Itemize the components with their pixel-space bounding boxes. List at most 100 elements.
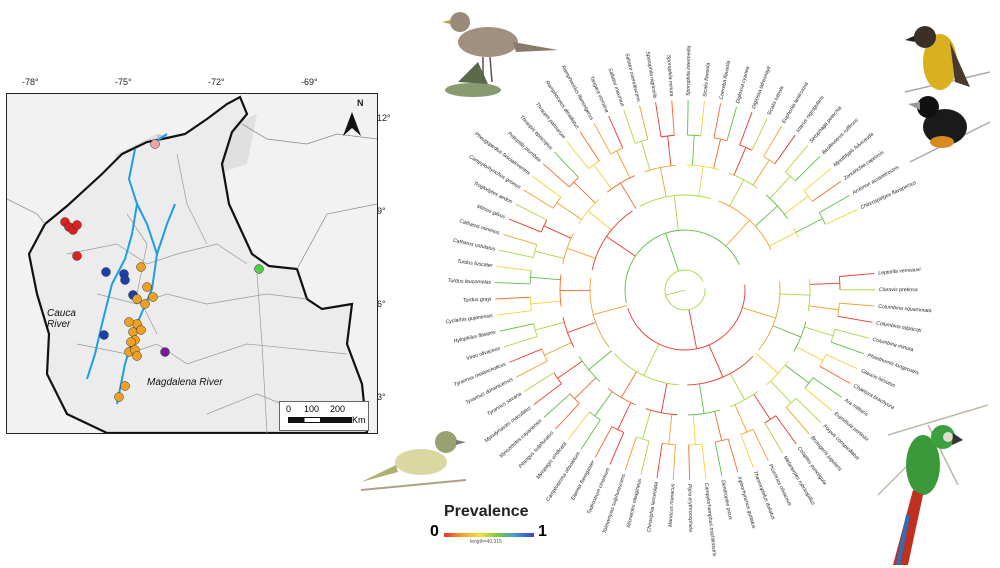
tree-branch (795, 397, 822, 423)
tree-branch (809, 282, 840, 285)
tree-branch (620, 371, 637, 398)
thrush-illustration (442, 12, 558, 97)
tree-branch (713, 103, 722, 138)
tree-branch (794, 156, 821, 182)
tree-branch (785, 144, 809, 173)
sample-point (72, 220, 82, 230)
tree-branch (588, 350, 613, 371)
taxon-label: Sicalis flaveola (702, 63, 711, 98)
tree-branch (673, 195, 679, 231)
tree-branch (579, 131, 600, 162)
north-label: N (357, 98, 364, 108)
tree-branch (727, 438, 739, 473)
sample-point (120, 381, 130, 391)
map-panel: -78° -75° -72° -69° 12° 9° 6° 3° N Cauca… (6, 77, 391, 434)
legend-length-note: length=40.315 (470, 539, 502, 545)
tree-branch (660, 383, 668, 413)
lat-label: 6° (377, 299, 386, 309)
tree-branch (796, 346, 824, 361)
tree-branch (701, 444, 707, 479)
tree-arc (766, 360, 789, 385)
tree-branch (567, 247, 596, 259)
taxon-label: Catharus ustulatus (452, 238, 496, 253)
tree-branch (667, 135, 672, 166)
tree-branch (819, 365, 851, 384)
tree-branch (515, 360, 548, 378)
tree-branch (594, 426, 613, 458)
taxon-label: Catharus minimus (459, 218, 501, 236)
tree-branch (532, 175, 562, 198)
cauca-river-label: Cauca River (47, 308, 76, 330)
taxon-label: Diglossa lafresnayii (751, 65, 773, 110)
tree-branch (567, 321, 596, 334)
tree-branch (804, 326, 834, 337)
legend-max: 1 (538, 523, 547, 540)
tree-branch (755, 205, 778, 227)
taxon-label: Pipra erythrocephala (686, 484, 693, 532)
tree-branch (639, 105, 649, 140)
taxon-label: Mimus gilvus (476, 204, 506, 221)
taxon-label: Claravis pretiosa (879, 287, 918, 293)
sample-point (101, 267, 111, 277)
tree-arc (607, 388, 636, 406)
tree-branch (503, 336, 538, 348)
tree-branch (606, 236, 636, 257)
tree-branch (769, 231, 797, 247)
tree-branch (688, 444, 691, 480)
tree-branch (774, 134, 796, 164)
tree-branch (535, 321, 565, 331)
tree-branch (804, 387, 833, 411)
sample-point (160, 347, 170, 357)
tree-branch (509, 348, 542, 363)
tree-branch (830, 341, 865, 355)
tree-branch (593, 123, 612, 155)
sample-point (128, 327, 138, 337)
magdalena-river-label: Magdalena River (147, 377, 223, 388)
taxon-label: Pheugopedius fasciatoventris (473, 131, 531, 177)
prevalence-legend: Prevalence 0 1 length=40.315 (430, 503, 550, 548)
tree-branch (496, 265, 532, 272)
tree-branch (708, 344, 724, 378)
sample-point (150, 139, 160, 149)
tree-branch (617, 402, 632, 430)
color-gradient-bar (444, 533, 534, 537)
tree-branch (811, 181, 842, 202)
lon-label: -72° (208, 77, 225, 87)
tree-branch (700, 100, 705, 136)
tree-branch (825, 354, 858, 370)
taxon-label: Glaucis hirsutus (860, 368, 896, 389)
sample-point (142, 282, 152, 292)
tree-branch (733, 147, 747, 176)
lon-label: -78° (22, 77, 39, 87)
tree-arc (687, 356, 754, 386)
tree-branch (740, 434, 754, 468)
tree-branch (659, 167, 667, 197)
taxon-label: Manacus manacus (668, 483, 677, 527)
tree-branch (608, 115, 624, 149)
taxon-label: Columbina minuta (872, 337, 914, 353)
tree-branch (495, 296, 531, 300)
tree-branch (698, 166, 704, 197)
scale-unit: Km (352, 415, 366, 425)
tree-arc (765, 194, 788, 219)
tree-branch (594, 391, 613, 417)
tree-arc (687, 164, 719, 171)
vireo-illustration (360, 431, 467, 491)
tree-branch (508, 218, 542, 233)
tree-branch (656, 443, 663, 478)
tree-branch (503, 233, 537, 246)
macaw-illustration (877, 404, 989, 566)
sample-point (148, 292, 158, 302)
tree-branch (499, 249, 534, 258)
sample-point (136, 262, 146, 272)
lon-label: -75° (115, 77, 132, 87)
taxon-label: Sporophila intermedia (686, 45, 693, 96)
taxon-label: Sicalis luteola (766, 85, 785, 116)
tree-branch (567, 411, 590, 440)
taxon-label: Sporophila minuta (665, 55, 674, 97)
tree-branch (764, 422, 784, 454)
sample-point (124, 317, 134, 327)
taxon-label: Mionectes oleagineus (626, 478, 644, 529)
tree-branch (785, 407, 810, 435)
tree-branch (499, 323, 534, 332)
